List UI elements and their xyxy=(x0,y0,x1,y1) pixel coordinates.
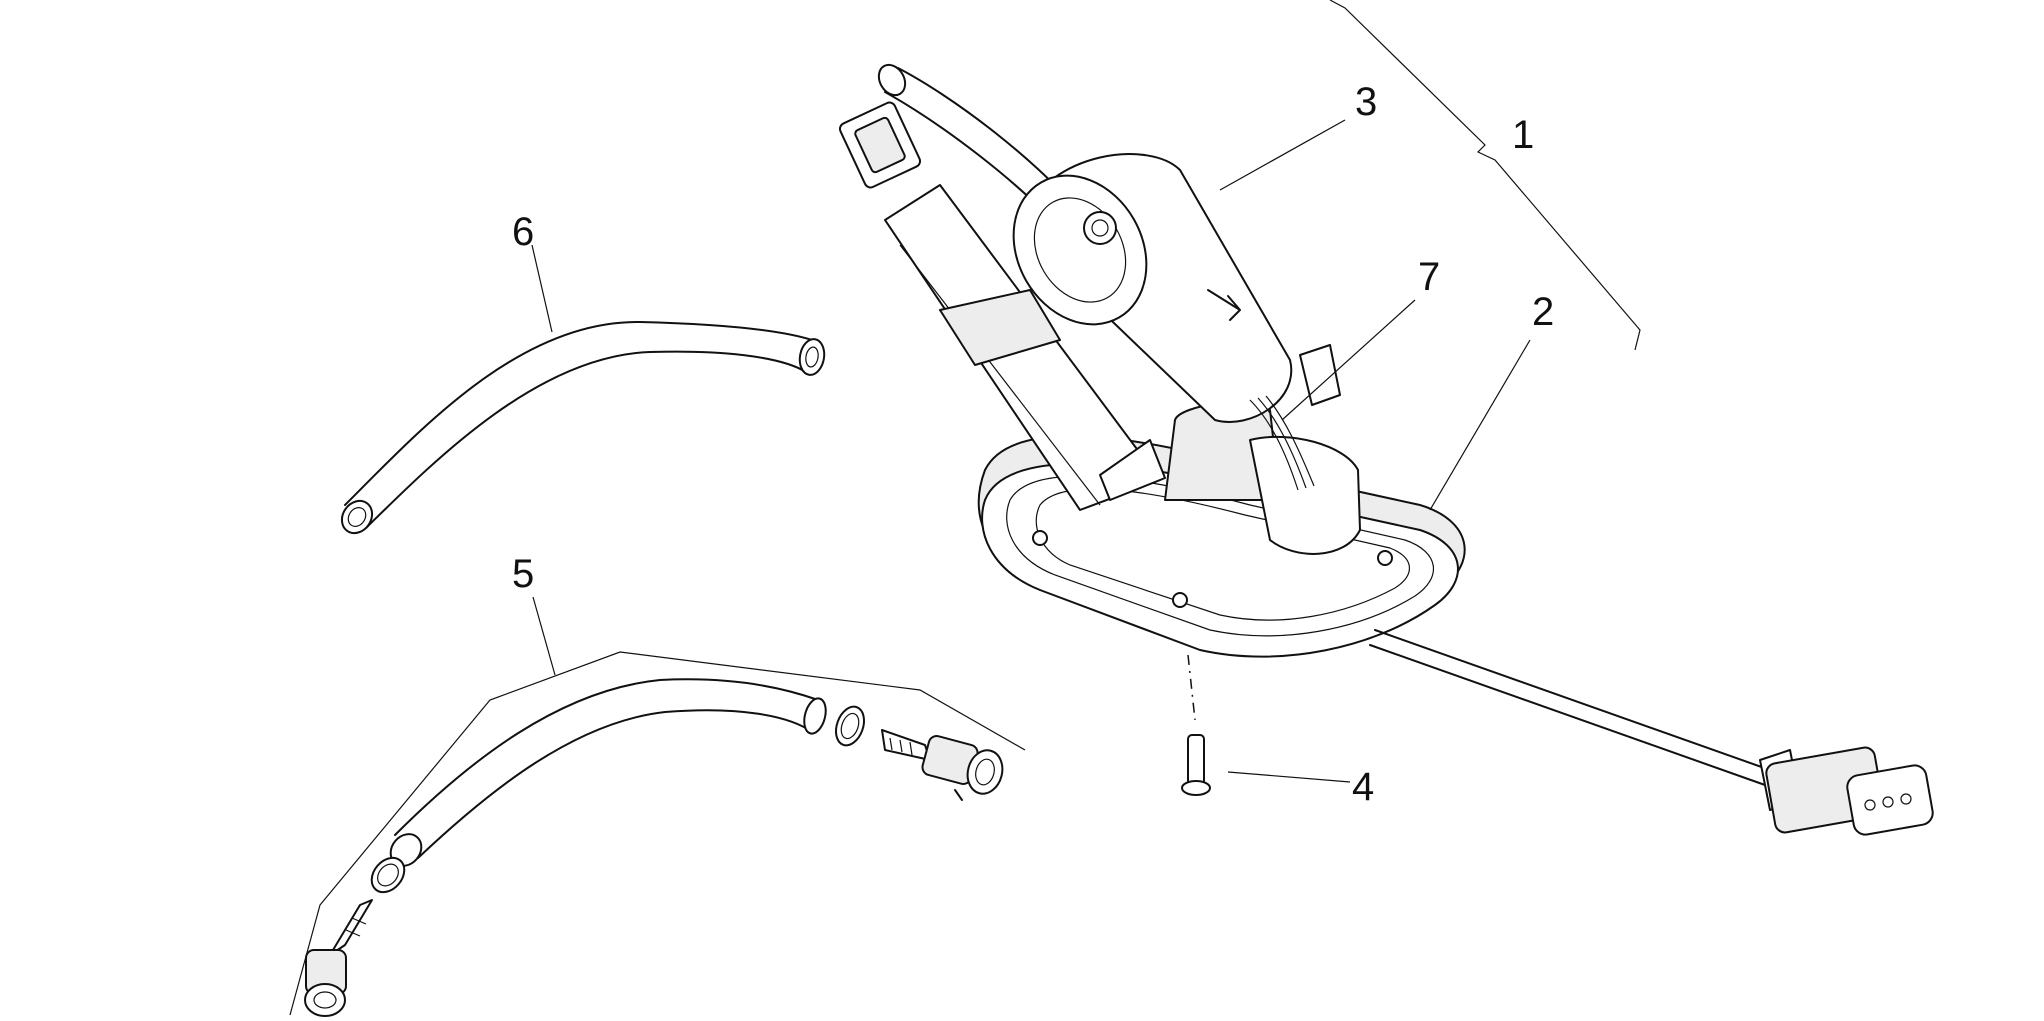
callout-7: 7 xyxy=(1281,255,1440,421)
callout-5: 5 xyxy=(512,552,556,676)
part-5-hose-assembly xyxy=(289,651,1026,1017)
part-4-screw xyxy=(1181,654,1211,796)
callout-3: 3 xyxy=(1219,80,1377,191)
callout-2: 2 xyxy=(1429,290,1554,511)
part-6-hose xyxy=(340,320,826,535)
callout-label-3: 3 xyxy=(1355,80,1377,124)
callout-label-7: 7 xyxy=(1418,255,1440,299)
callout-4: 4 xyxy=(1227,765,1374,809)
part-3-fuel-filter xyxy=(1012,153,1293,423)
callout-1: 1 xyxy=(1329,0,1641,351)
callout-label-6: 6 xyxy=(512,210,534,254)
callout-label-5: 5 xyxy=(512,552,534,596)
pump-body xyxy=(838,63,1361,555)
part-7-wiring xyxy=(1249,395,1315,491)
wiring-harness-plug xyxy=(1369,629,1934,836)
callout-label-2: 2 xyxy=(1532,290,1554,334)
callout-label-4: 4 xyxy=(1352,765,1374,809)
callout-label-1: 1 xyxy=(1512,113,1534,157)
callout-6: 6 xyxy=(512,210,553,333)
